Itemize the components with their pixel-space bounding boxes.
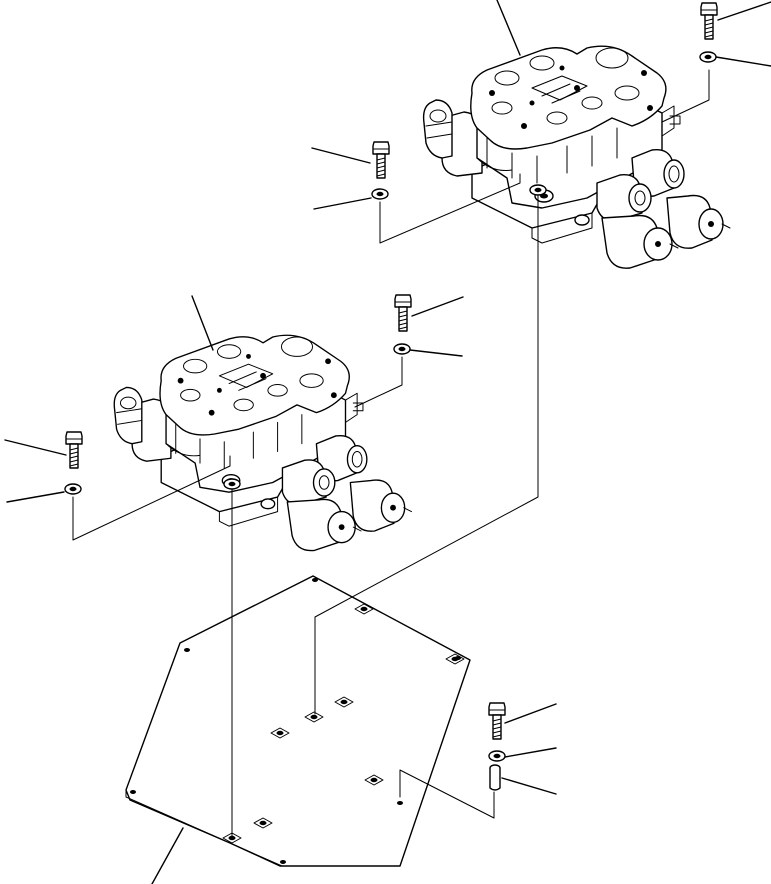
washer-upper-right (699, 51, 717, 63)
bolt-lower-left (65, 431, 83, 469)
bolt-plate (488, 702, 506, 740)
spacer-plate (489, 764, 501, 791)
washer-plate (488, 750, 506, 762)
washer-lower-right (393, 343, 411, 355)
bolt-lower-right (394, 294, 412, 332)
leader-lines (4, 0, 771, 884)
washer-upper-left (371, 188, 389, 200)
mounting-plate (125, 575, 471, 867)
upper-control-valve (422, 45, 731, 269)
bolt-upper-left (372, 141, 390, 179)
bolt-upper-right (700, 2, 718, 40)
assembly-lines (72, 69, 710, 837)
lower-control-valve (113, 334, 413, 552)
washer-lower-left (64, 483, 82, 495)
